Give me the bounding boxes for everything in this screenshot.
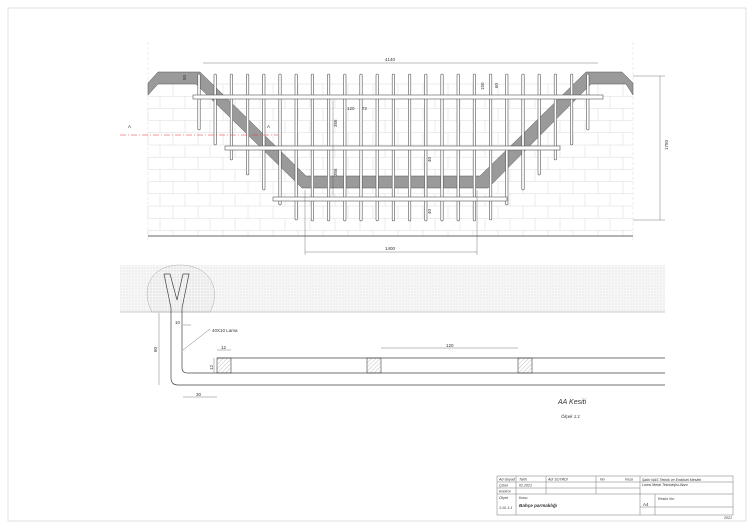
dim-bar-h: 12 <box>209 364 214 370</box>
section-mark-right: A <box>267 124 270 129</box>
bar-section <box>216 357 232 374</box>
material-label: 40X10 Lama <box>212 328 238 333</box>
dim-bar-gap: 120 <box>347 106 355 111</box>
tb-control: Kontrol <box>499 490 511 494</box>
fence-bar <box>197 73 201 131</box>
dim-total-width: 4140 <box>385 57 396 62</box>
v-frame-band <box>147 71 634 189</box>
fence-bar <box>537 73 541 176</box>
dim-rail-40-a: 40 <box>427 156 432 162</box>
fence-bar <box>246 73 250 176</box>
dim-bar-w: 12 <box>221 345 227 350</box>
tb-scale: 1:10-1:1 <box>499 506 512 510</box>
sheet-border <box>7 7 747 522</box>
dim-top-gap: 150 <box>480 82 485 90</box>
dim-section-height: 80 <box>153 346 158 352</box>
dim-height: 1750 <box>664 139 669 150</box>
dim-plate-thk: 10 <box>175 320 181 325</box>
fence-bar <box>586 73 590 131</box>
fence-bar <box>570 73 574 146</box>
title-block <box>496 475 734 516</box>
front-dimension-lines <box>203 62 665 255</box>
tb-drawing-no: Resim No: <box>658 497 675 501</box>
dim-bottom-width: 1400 <box>385 246 396 251</box>
tb-subject-label: Konu: <box>519 496 528 500</box>
section-title: AA Kesiti <box>557 399 587 406</box>
section-dimension-lines <box>158 313 518 398</box>
tb-date-label: Tarih <box>519 478 527 482</box>
tb-signature: İmza <box>625 478 633 482</box>
bar-section <box>366 357 382 374</box>
tb-paper: A4 <box>643 502 649 507</box>
tb-school-line2: Lisesi Metal Teknolojisi Alanı <box>642 483 688 487</box>
dim-spacing: 120 <box>446 343 454 348</box>
fence-bar <box>278 73 282 206</box>
middle-rail <box>224 145 561 151</box>
tb-name: Adı SOYADI <box>547 478 568 482</box>
fence-bar <box>521 73 525 191</box>
tb-drawer: Çizen <box>499 484 508 488</box>
dim-rail-spacing-2: 356 <box>333 168 338 176</box>
top-rail <box>192 94 604 100</box>
dim-band: 50 <box>182 74 187 80</box>
tb-no: No <box>600 478 605 482</box>
tb-school-line1: Şakir NAS Teknik ve Endüstri Meslek <box>642 478 701 482</box>
tb-no-label: Ad-Soyad <box>498 478 516 482</box>
bar-section <box>517 357 533 374</box>
dim-bar-dia: 72 <box>362 106 368 111</box>
bottom-rail <box>272 196 508 202</box>
dim-rail-40-b: 40 <box>427 208 432 214</box>
flat-bar-profile <box>164 273 665 374</box>
section-mark-left: A <box>128 124 131 129</box>
tb-date: 02.2021 <box>519 484 532 488</box>
fence-bar <box>262 73 266 191</box>
section-scale: Ölçek 1:1 <box>561 413 581 419</box>
dim-top-gap2: 60 <box>494 82 499 88</box>
fence-bar <box>213 73 217 146</box>
dim-rail-spacing-1: 356 <box>333 119 338 127</box>
tb-scale-label: Ölçek <box>499 496 508 500</box>
dim-offset: 30 <box>196 392 202 397</box>
concrete-footing <box>146 264 215 313</box>
tb-subject: Bahçe parmaklığı <box>519 503 558 508</box>
tb-year: 2021 <box>723 516 732 520</box>
fence-bar <box>505 73 509 206</box>
